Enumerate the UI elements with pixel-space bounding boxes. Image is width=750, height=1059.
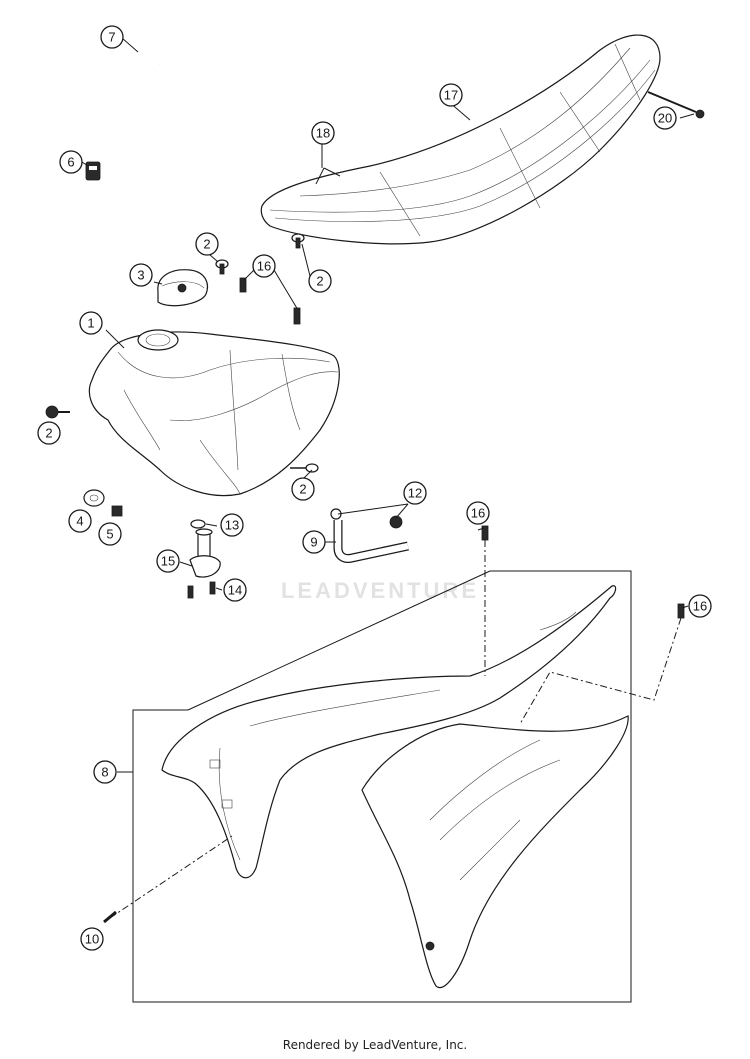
hose-clip[interactable] <box>85 161 101 181</box>
svg-text:10: 10 <box>85 932 99 947</box>
callout-16-cover-top: 16 <box>466 501 490 525</box>
hose-clamps[interactable] <box>330 508 403 529</box>
callout-20: 20 <box>653 106 677 130</box>
callout-2-top-right: 2 <box>308 269 332 293</box>
watermark-text: LEADVENTURE <box>280 578 479 603</box>
screw-2c[interactable] <box>45 405 70 419</box>
callout-9: 9 <box>302 530 326 554</box>
svg-text:13: 13 <box>225 518 239 533</box>
callout-10: 10 <box>80 927 104 951</box>
callout-8: 8 <box>93 760 117 784</box>
screw-16b[interactable] <box>293 307 301 325</box>
tap-screws[interactable] <box>187 581 216 599</box>
svg-text:17: 17 <box>444 88 458 103</box>
svg-text:8: 8 <box>101 765 108 780</box>
fuel-hose[interactable] <box>84 45 162 159</box>
fuel-tank[interactable] <box>88 329 340 497</box>
svg-text:16: 16 <box>257 259 271 274</box>
callout-6: 6 <box>59 150 83 174</box>
callout-14: 14 <box>223 578 247 602</box>
svg-text:14: 14 <box>228 583 242 598</box>
callout-18: 18 <box>311 121 335 145</box>
callout-7: 7 <box>100 25 124 49</box>
screw-2a[interactable] <box>215 259 229 275</box>
group-frame <box>132 570 632 1003</box>
callout-12: 12 <box>403 481 427 505</box>
callout-5: 5 <box>98 522 122 546</box>
right-side-cover[interactable] <box>361 715 629 989</box>
callout-17: 17 <box>439 83 463 107</box>
svg-text:7: 7 <box>108 30 115 45</box>
washer[interactable] <box>190 519 206 529</box>
footer-credit: Rendered by LeadVenture, Inc. <box>282 1038 468 1052</box>
svg-text:20: 20 <box>658 111 672 126</box>
callout-2-left: 2 <box>37 421 61 445</box>
svg-text:5: 5 <box>106 527 113 542</box>
callout-16-tank: 16 <box>252 254 276 278</box>
vent-hose[interactable] <box>333 520 409 563</box>
seat[interactable] <box>260 34 661 245</box>
callout-13: 13 <box>220 513 244 537</box>
svg-text:18: 18 <box>316 126 330 141</box>
side-cover-screw-left[interactable] <box>103 910 117 924</box>
callout-2-top-left: 2 <box>195 232 219 256</box>
callout-15: 15 <box>156 549 180 573</box>
callout-1: 1 <box>79 311 103 335</box>
svg-text:2: 2 <box>45 426 52 441</box>
callout-2-bottom: 2 <box>291 477 315 501</box>
callout-4: 4 <box>68 509 92 533</box>
callout-3: 3 <box>129 263 153 287</box>
fuel-tap[interactable] <box>189 528 221 578</box>
fuel-cap[interactable] <box>157 269 209 307</box>
callout-16-cover-right: 16 <box>688 594 712 618</box>
svg-text:16: 16 <box>471 506 485 521</box>
small-nut[interactable] <box>111 505 123 517</box>
rubber-bushing[interactable] <box>83 489 105 507</box>
svg-text:1: 1 <box>87 316 94 331</box>
svg-text:3: 3 <box>137 268 144 283</box>
screw-16a[interactable] <box>239 277 247 293</box>
svg-text:6: 6 <box>67 155 74 170</box>
svg-text:2: 2 <box>316 274 323 289</box>
svg-text:2: 2 <box>203 237 210 252</box>
svg-text:9: 9 <box>310 535 317 550</box>
svg-text:16: 16 <box>693 599 707 614</box>
svg-text:12: 12 <box>408 486 422 501</box>
svg-text:2: 2 <box>299 482 306 497</box>
left-side-cover[interactable] <box>161 585 617 879</box>
svg-text:15: 15 <box>161 554 175 569</box>
screw-2d[interactable] <box>290 463 319 473</box>
svg-text:4: 4 <box>76 514 83 529</box>
screw-2b[interactable] <box>291 233 305 249</box>
side-cover-screw-right[interactable] <box>677 603 685 619</box>
seat-bolt[interactable] <box>647 91 705 119</box>
